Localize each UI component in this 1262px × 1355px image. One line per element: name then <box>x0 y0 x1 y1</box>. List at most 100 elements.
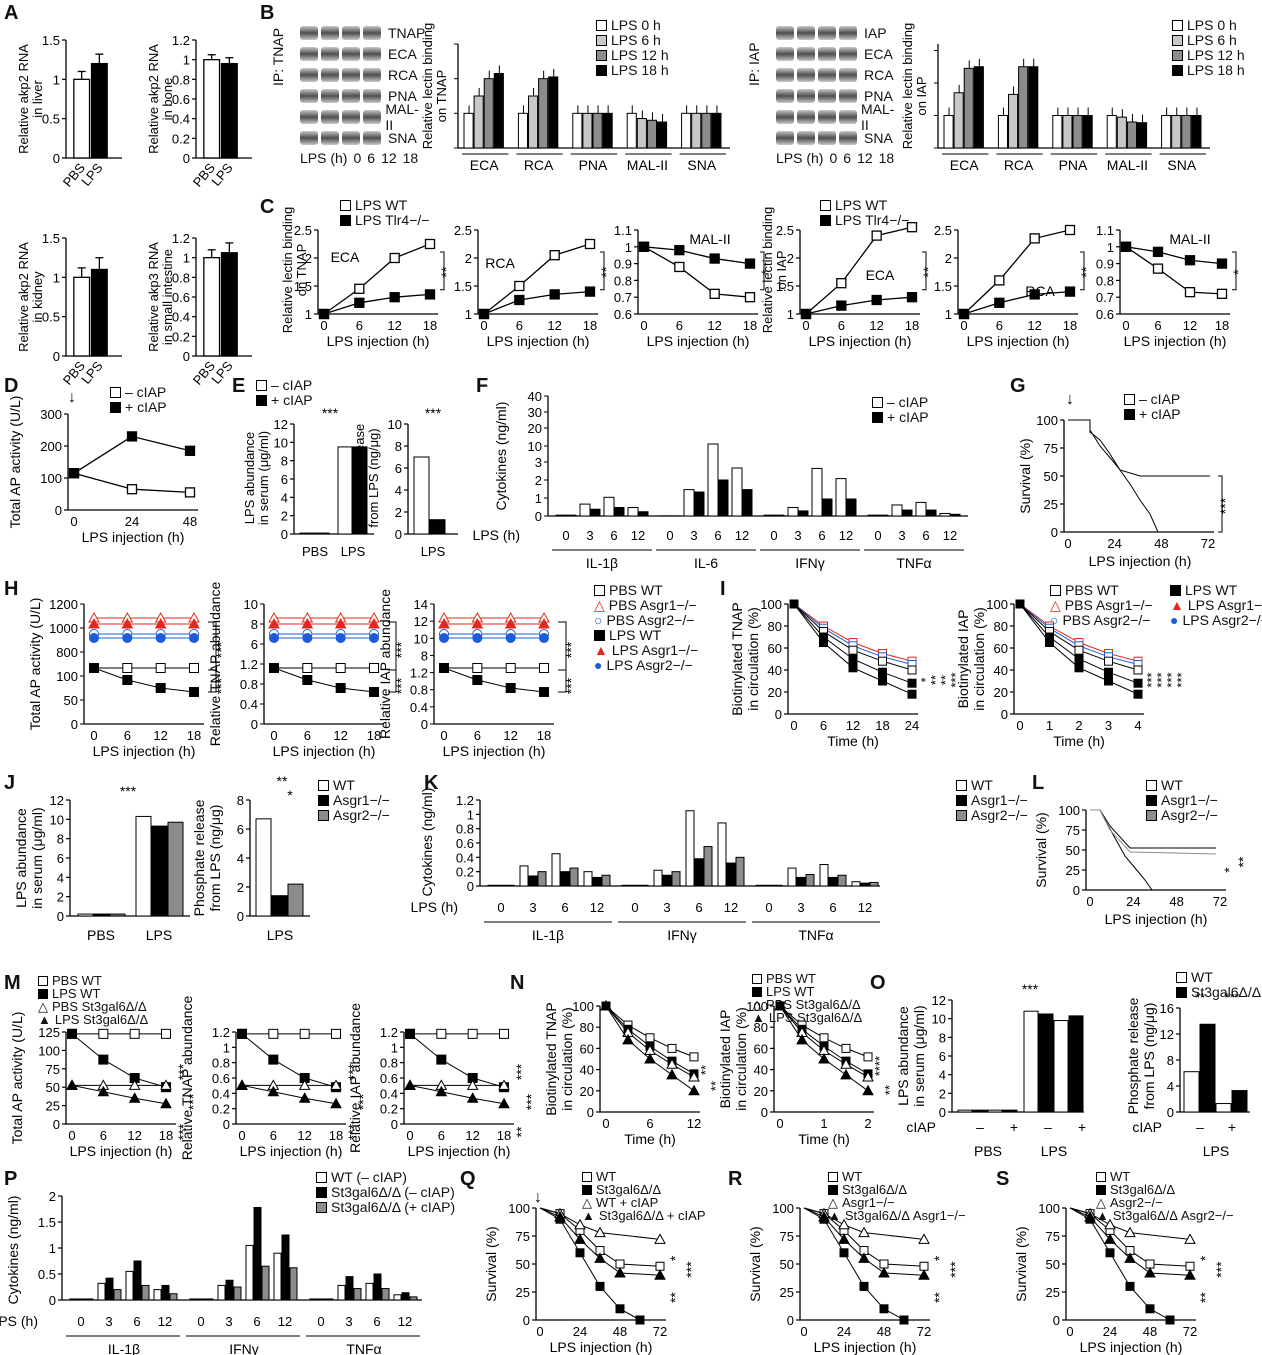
blot-bands <box>300 46 384 61</box>
legend-item: Asgr1−/− <box>956 793 1028 808</box>
y-tick-label: 3 <box>535 455 542 470</box>
data-point <box>122 633 133 643</box>
bar <box>203 257 221 357</box>
y-tick-label: 0 <box>1001 707 1008 722</box>
y-tick-label: 2 <box>535 473 542 488</box>
y-tick-label: 0 <box>1167 1105 1174 1120</box>
y-tick-label: 12 <box>50 793 64 808</box>
x-axis-label: LPS injection (h) <box>93 743 196 759</box>
y-tick-label: 8 <box>395 439 402 454</box>
y-tick-label: 0.8 <box>212 1056 230 1071</box>
data-point <box>161 1028 171 1039</box>
data-point <box>1015 599 1025 609</box>
y-axis-label: from LPS (ng/μg) <box>366 428 381 527</box>
x-tick-label: 6 <box>474 728 481 743</box>
y-axis-label: Biotinylated TNAP <box>729 602 745 715</box>
x-tick-label: 6 <box>561 900 568 915</box>
data-point <box>438 617 450 629</box>
bar <box>287 883 304 917</box>
blot-band <box>342 46 360 61</box>
bar <box>1023 1010 1039 1113</box>
y-tick-label: 8 <box>281 454 288 469</box>
series-line <box>1125 246 1223 265</box>
legend-h: PBS WT △PBS Asgr1−/− ○PBS Asgr2−/− LPS W… <box>594 583 698 673</box>
data-point <box>1064 224 1076 236</box>
blot-band-row: ECA <box>776 43 903 64</box>
bar <box>613 507 625 517</box>
bar <box>1171 115 1182 149</box>
sig-bracket <box>558 669 567 693</box>
bar <box>707 443 719 517</box>
sig-marker: * <box>758 269 774 275</box>
sig-marker: *** <box>1164 672 1179 687</box>
bar <box>463 112 474 149</box>
blot-lane-label: 6 <box>843 150 852 166</box>
y-tick-label: 1200 <box>49 597 78 612</box>
legend-j: WT Asgr1−/− Asgr2−/− <box>318 778 390 823</box>
data-point <box>819 638 828 647</box>
data-point <box>600 999 612 1011</box>
x-tick-label: 48 <box>183 514 197 529</box>
y-tick-label: 1 <box>53 270 60 285</box>
data-point <box>1124 1226 1136 1238</box>
y-tick-label: 0.9 <box>1096 257 1114 272</box>
legend-item: LPS 12 h <box>596 48 669 63</box>
bar <box>528 95 539 149</box>
blot-band <box>321 25 339 40</box>
legend-item: △Asgr2−/− <box>1096 1195 1163 1210</box>
bar <box>299 532 315 535</box>
x-category-label: IL-6 <box>694 555 718 571</box>
data-point <box>1104 656 1113 666</box>
legend-c-tnap: LPS WT LPS Tlr4−/− <box>340 198 429 228</box>
bar <box>877 514 889 517</box>
bar <box>796 876 806 887</box>
blot-lane-label: 18 <box>402 150 419 166</box>
legend-item: + cIAP <box>872 410 929 425</box>
data-point <box>330 1079 342 1090</box>
sig-marker: *** <box>523 1093 539 1110</box>
y-tick-label: 0.7 <box>614 290 632 305</box>
blot-band <box>818 25 836 40</box>
x-category-label: SNA <box>687 157 716 173</box>
y-tick-label: 60 <box>754 1041 768 1056</box>
bar <box>671 871 681 887</box>
legend-item: LPS 12 h <box>1172 48 1245 63</box>
data-point <box>594 1226 606 1238</box>
legend-item: LPS 0 h <box>1172 18 1245 33</box>
blot-band <box>363 67 381 82</box>
x-tick-label: 72 <box>917 1324 931 1339</box>
bar <box>220 62 238 159</box>
legend-item: LPS Tlr4−/− <box>820 213 909 228</box>
series-line <box>805 226 913 315</box>
x-tick-label: 1 <box>1046 718 1053 733</box>
bar <box>555 514 567 517</box>
y-tick-label: 1 <box>305 307 312 322</box>
data-point <box>389 252 400 264</box>
sig-marker: *** <box>175 1063 191 1080</box>
legend-item: WT <box>582 1170 706 1183</box>
data-point <box>871 230 882 241</box>
sig-marker: *** <box>213 677 229 694</box>
data-point <box>126 431 138 442</box>
y-tick-label: 0 <box>391 1117 398 1132</box>
bar <box>773 884 783 887</box>
y-tick-label: 2 <box>49 1189 56 1204</box>
panel-label-a: A <box>4 2 19 24</box>
blot-band-row: ECA <box>300 43 431 64</box>
x-tick-label: 3 <box>663 900 670 915</box>
legend-item: Asgr2−/− <box>1146 808 1218 823</box>
bar <box>1068 1015 1084 1113</box>
blot-xlabel: LPS (h) <box>776 150 824 166</box>
bar <box>373 1273 382 1301</box>
x-axis-label: LPS injection (h) <box>550 1339 653 1355</box>
cIAP-sign: – <box>976 1119 984 1135</box>
blot-band <box>839 46 857 61</box>
legend-item: LPS 6 h <box>1172 33 1245 48</box>
x-tick-label: 2 <box>864 1116 871 1131</box>
sig-marker: ** <box>277 773 288 789</box>
sig-bracket <box>922 251 927 291</box>
data-point <box>594 1252 606 1263</box>
x-tick-label: 3 <box>345 1314 352 1329</box>
